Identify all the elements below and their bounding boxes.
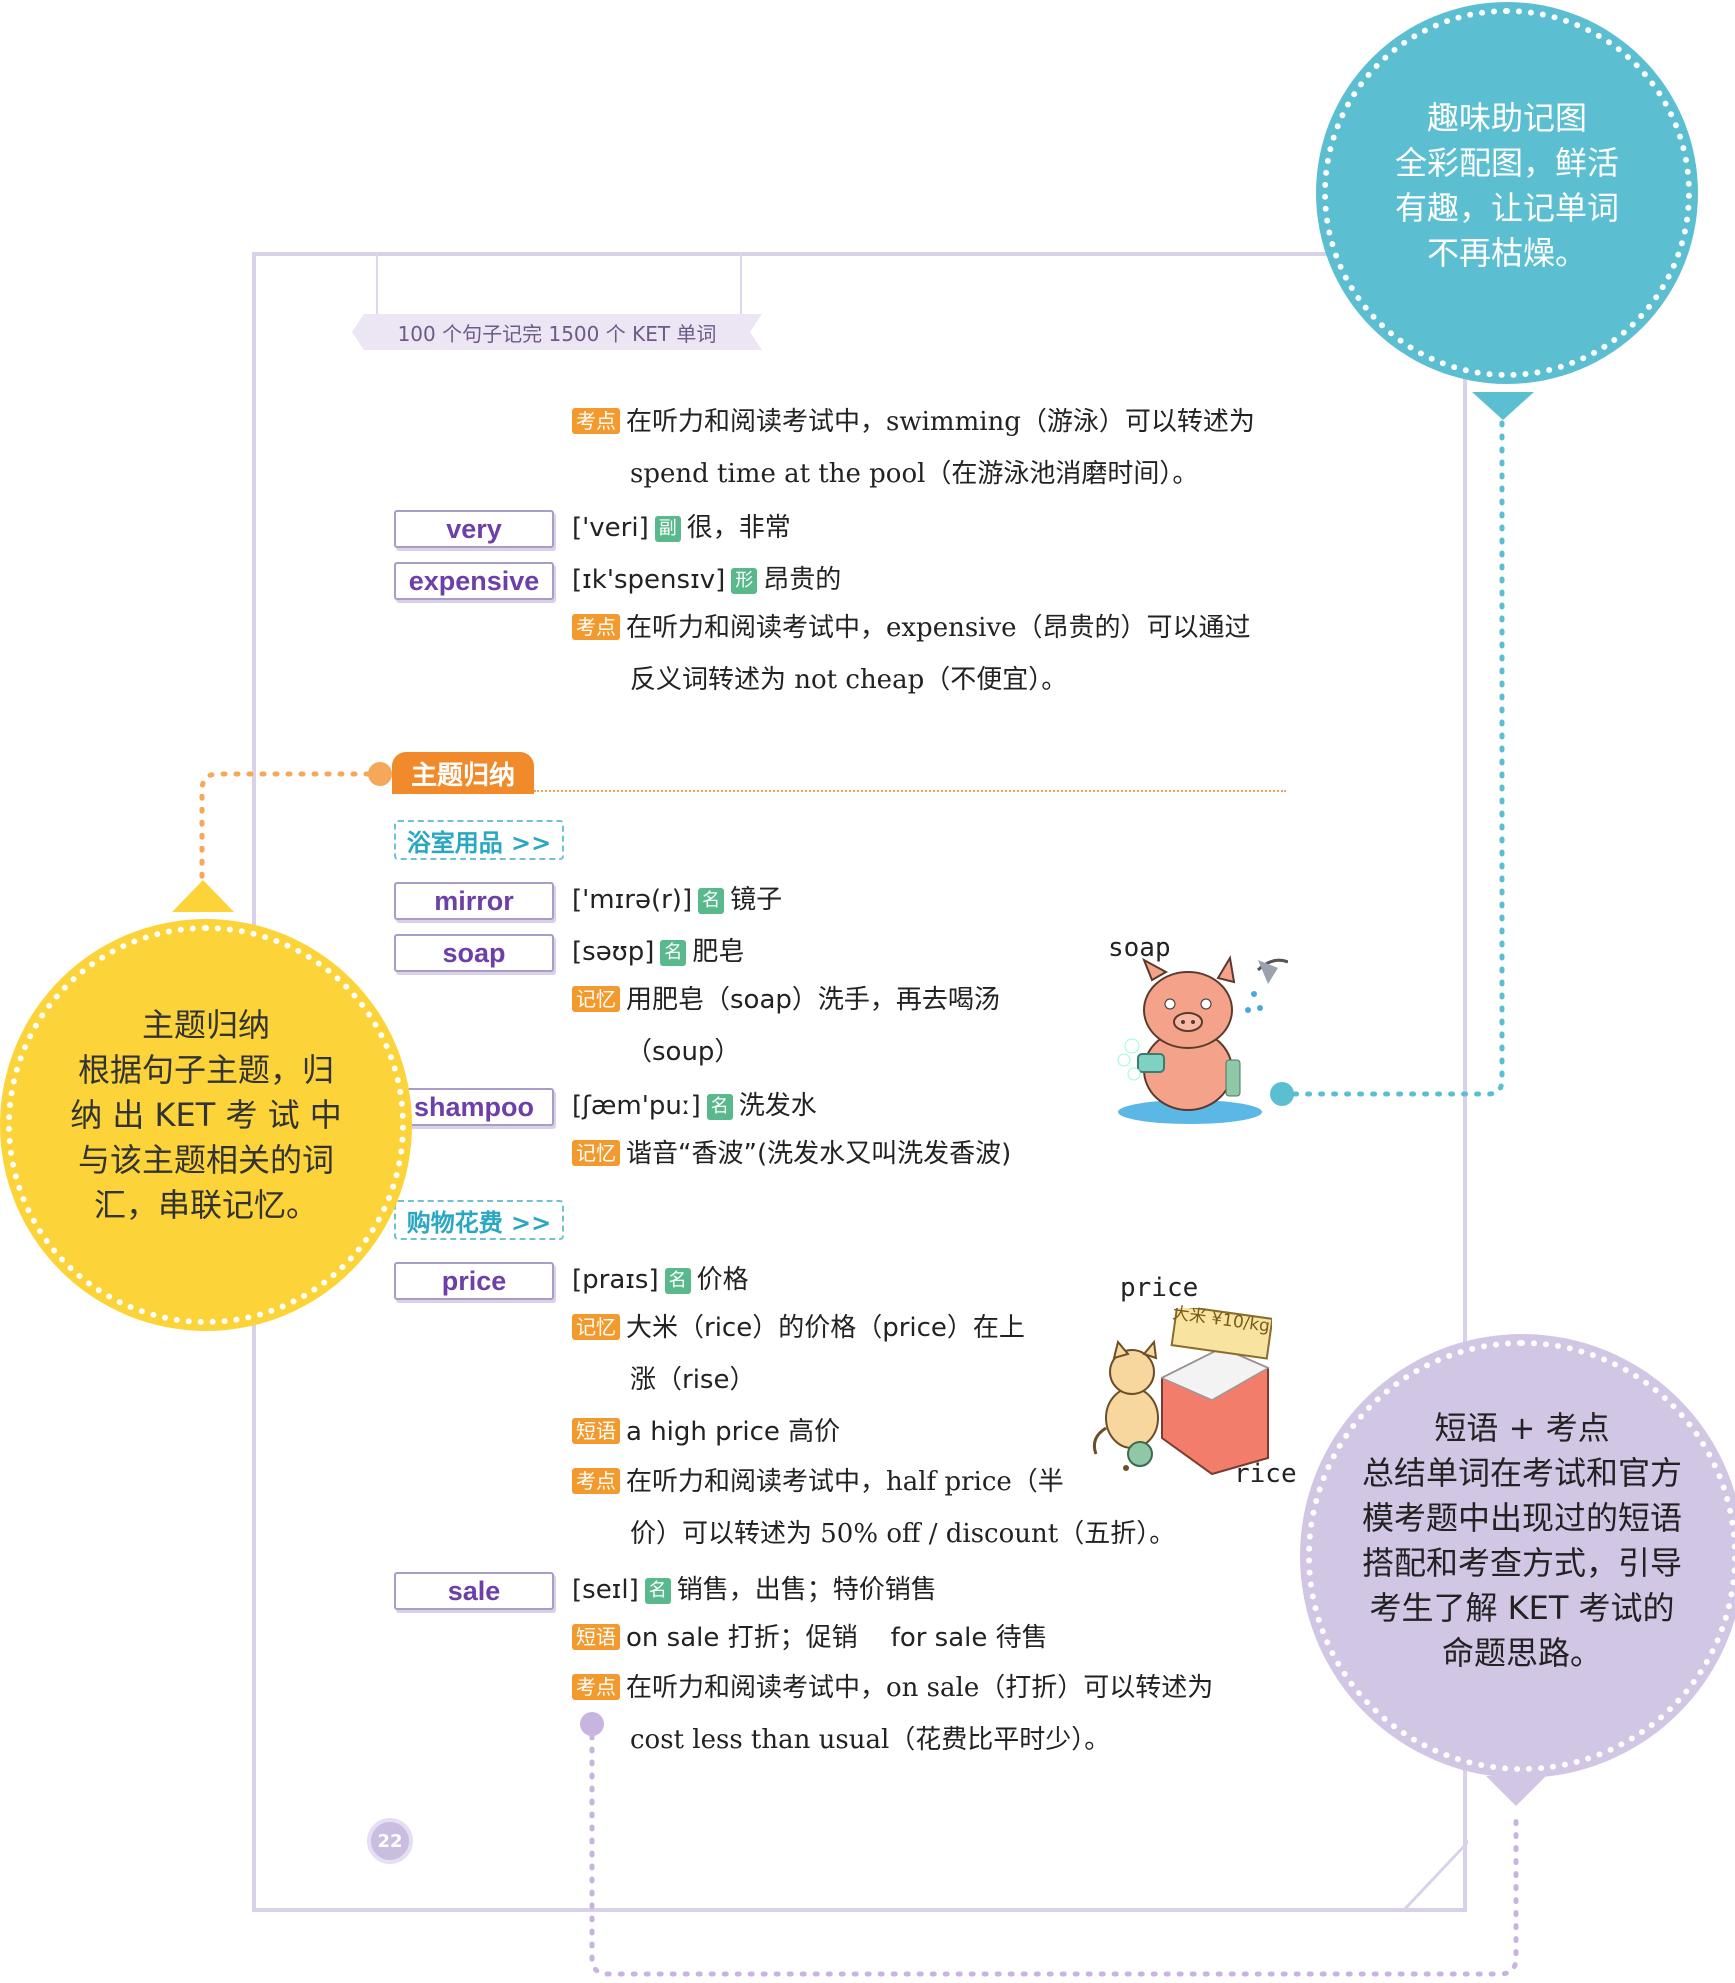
callout-phrases-exam-points: 短语 + 考点 总结单词在考试和官方 模考题中出现过的短语 搭配和考查方式，引导…: [1306, 1340, 1735, 1772]
pos-badge: 名: [664, 1268, 691, 1294]
entry-shampoo: [ʃæm'puː]名洗发水: [572, 1091, 817, 1121]
pos-badge: 名: [698, 888, 725, 914]
pig-shower-illustration: [1117, 955, 1288, 1124]
book-title-banner: 100 个句子记完 1500 个 KET 单词: [352, 314, 762, 350]
soap-memo: （soup）: [626, 1037, 741, 1067]
entry-soap: [səʊp]名肥皂: [572, 937, 745, 967]
price-picture-label: price: [1120, 1273, 1199, 1303]
kaodian-tag: 考点: [572, 408, 620, 434]
kaodian-tag: 考点: [572, 614, 620, 640]
duanyu-tag: 短语: [572, 1624, 620, 1650]
price-memo: 涨（rise）: [630, 1365, 756, 1395]
entry-mirror: ['mɪrə(r)]名镜子: [572, 885, 783, 915]
entry-very: ['veri]副很，非常: [572, 513, 791, 543]
word-mirror: mirror: [394, 882, 554, 920]
jiyi-tag: 记忆: [572, 1314, 620, 1340]
tab-divider: [376, 252, 378, 314]
pos-badge: 名: [644, 1578, 671, 1604]
sale-note: cost less than usual（花费比平时少）。: [630, 1725, 1111, 1755]
kaodian-tag: 考点: [572, 1468, 620, 1494]
page-number: 22: [367, 1818, 413, 1864]
callout-theme-summary: 主题归纳 根据句子主题，归 纳 出 KET 考 试 中 与该主题相关的词 汇，串…: [6, 925, 406, 1325]
jiyi-tag: 记忆: [572, 1140, 620, 1166]
price-note: 价）可以转述为 50% off / discount（五折）。: [630, 1519, 1176, 1549]
pos-badge: 形: [731, 568, 758, 594]
pos-badge: 名: [706, 1094, 733, 1120]
page-curl: [1400, 1840, 1468, 1912]
connector-dot: [580, 1712, 604, 1736]
price-memo: 记忆大米（rice）的价格（price）在上: [572, 1310, 1025, 1346]
theme-divider: [534, 790, 1286, 792]
entry-expensive: [ɪk'spensɪv]形昂贵的: [572, 565, 842, 595]
tab-divider: [740, 252, 742, 314]
word-expensive: expensive: [394, 562, 554, 600]
pos-badge: 副: [654, 516, 681, 542]
callout-illustration: 趣味助记图 全彩配图，鲜活 有趣，让记单词 不再枯燥。: [1322, 8, 1692, 378]
subtopic-shopping: 购物花费 >>: [394, 1200, 564, 1240]
word-price: price: [394, 1262, 554, 1300]
subtopic-bathroom: 浴室用品 >>: [394, 820, 564, 860]
kaodian-tag: 考点: [572, 1674, 620, 1700]
word-very: very: [394, 510, 554, 548]
connector-dot: [368, 762, 392, 786]
cat-rice-illustration: [1092, 1308, 1272, 1476]
duanyu-tag: 短语: [572, 1418, 620, 1444]
entry-price: [praɪs]名价格: [572, 1265, 749, 1295]
word-soap: soap: [394, 934, 554, 972]
sale-note: 考点在听力和阅读考试中，on sale（打折）可以转述为: [572, 1670, 1213, 1706]
shampoo-memo: 记忆谐音“香波”(洗发水又叫洗发香波): [572, 1136, 1011, 1172]
expensive-note: 反义词转述为 not cheap（不便宜）。: [630, 665, 1068, 695]
soap-memo: 记忆用肥皂（soap）洗手，再去喝汤: [572, 982, 1000, 1018]
connector-dot: [1270, 1082, 1294, 1106]
word-sale: sale: [394, 1572, 554, 1610]
entry-sale: [seɪl]名销售，出售；特价销售: [572, 1575, 937, 1605]
word-shampoo: shampoo: [394, 1088, 554, 1126]
pos-badge: 名: [660, 940, 687, 966]
intro-note-line: 考点在听力和阅读考试中，swimming（游泳）可以转述为: [572, 404, 1255, 440]
theme-title: 主题归纳: [392, 752, 534, 794]
expensive-note: 考点在听力和阅读考试中，expensive（昂贵的）可以通过: [572, 610, 1251, 646]
jiyi-tag: 记忆: [572, 986, 620, 1012]
price-note: 考点在听力和阅读考试中，half price（半: [572, 1464, 1064, 1500]
intro-note-line: spend time at the pool（在游泳池消磨时间）。: [630, 459, 1199, 489]
soap-picture-label: soap: [1108, 933, 1171, 963]
